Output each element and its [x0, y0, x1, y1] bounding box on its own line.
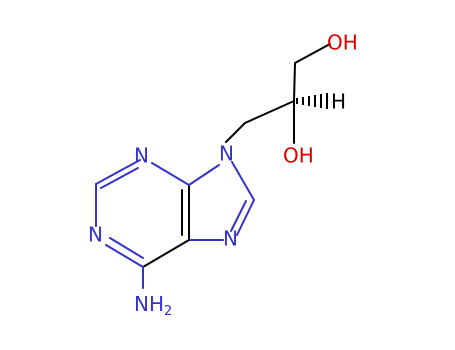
- amino-group-label: NH2: [134, 292, 172, 319]
- hydroxyl-mid-label: OH: [283, 144, 314, 168]
- bond-c1-c2: [293, 62, 296, 102]
- n9-label: N: [219, 142, 234, 166]
- amino-h-count: 2: [164, 304, 172, 319]
- hydroxyl-top-label: OH: [327, 31, 358, 55]
- bond-c6-c5: [142, 239, 190, 268]
- bonds: [95, 43, 331, 289]
- bond-c3-n9: [225, 122, 246, 143]
- bond-c8-n7: [236, 199, 255, 236]
- amino-h: H: [149, 292, 164, 316]
- bond-c4-n3: [151, 162, 190, 186]
- bond-c8-n7-inner: [230, 200, 247, 232]
- amino-n: N: [134, 292, 149, 316]
- stereo-hydrogen-label: H: [331, 90, 346, 114]
- bond-n1-c6: [105, 244, 144, 268]
- bond-c1-oh: [294, 43, 331, 64]
- bond-n3-c2: [95, 159, 141, 185]
- bond-c2-c3: [244, 100, 295, 124]
- n1-label: N: [88, 223, 103, 247]
- hashed-wedge-bond: [296, 93, 328, 109]
- bond-n3-c2-inner: [100, 167, 139, 189]
- bond-n1-c6-inner: [109, 237, 144, 259]
- bond-c4-n9: [188, 164, 220, 186]
- n3-label: N: [134, 144, 149, 168]
- n7-label: N: [223, 227, 238, 251]
- atom-labels: OH H OH N N N N NH2: [88, 31, 358, 319]
- bond-n9-c8: [231, 161, 255, 201]
